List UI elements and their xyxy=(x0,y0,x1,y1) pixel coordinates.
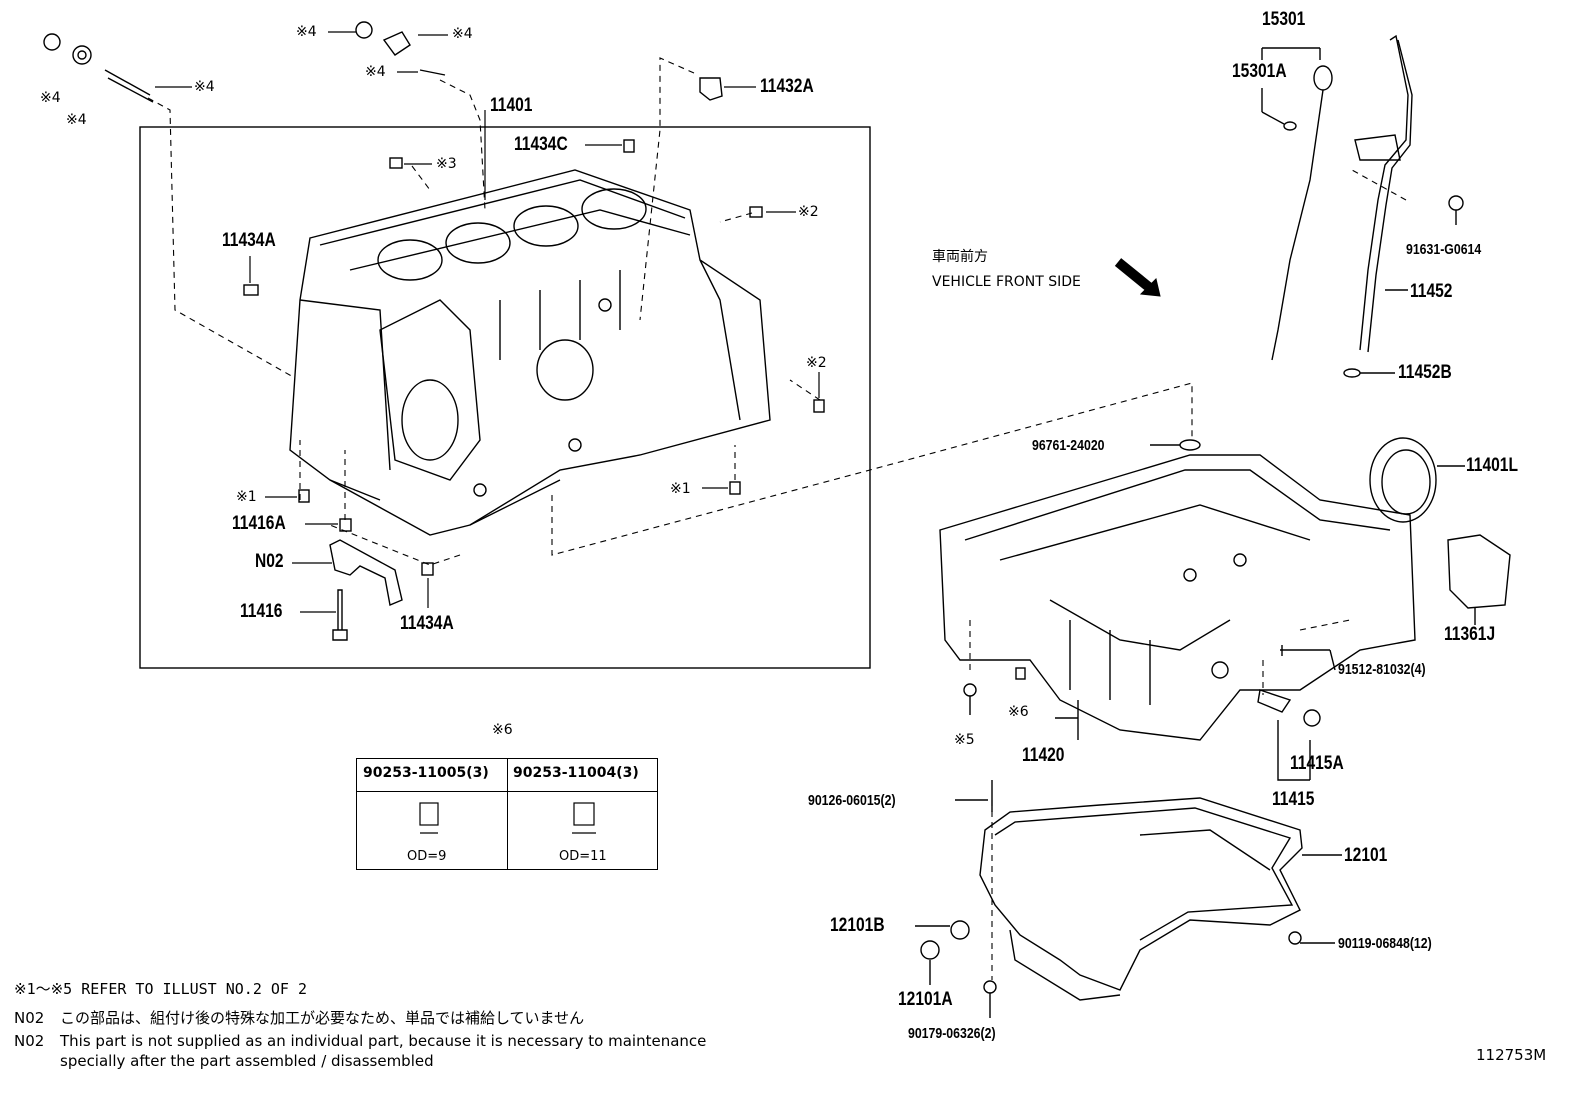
table-header-part: 90253-11005(3) xyxy=(363,765,489,781)
label-11432A: 11432A xyxy=(760,76,814,97)
pin-11434A-top-shape xyxy=(243,284,259,296)
label-12101A: 12101A xyxy=(898,989,953,1010)
note-n02-en-code: N02 xyxy=(14,1032,45,1050)
label-11420: 11420 xyxy=(1022,745,1065,766)
label-90119-06848: 90119-06848(12) xyxy=(1338,935,1432,952)
label-90126-06015: 90126-06015(2) xyxy=(808,792,896,809)
label-12101B: 12101B xyxy=(830,915,885,936)
note-n02-jp-code: N02 xyxy=(14,1009,45,1027)
note-n02-jp: この部品は、組付け後の特殊な加工が必要なため、単品では補給していません xyxy=(60,1009,585,1027)
note-n02-en-line1: This part is not supplied as an individu… xyxy=(60,1032,707,1050)
marker-ref-6: ※6 xyxy=(1008,704,1029,720)
label-11401L: 11401L xyxy=(1466,455,1518,476)
illustration-id: 112753M xyxy=(1476,1046,1547,1064)
label-90179-06326: 90179-06326(2) xyxy=(908,1025,996,1042)
label-15301A: 15301A xyxy=(1232,61,1287,82)
block-assembly-frame xyxy=(139,126,871,669)
marker-ref-2: ※2 xyxy=(798,204,819,220)
label-15301: 15301 xyxy=(1262,9,1306,30)
marker-ref-4: ※4 xyxy=(194,79,215,95)
label-11434A-bottom: 11434A xyxy=(400,613,454,634)
table-header-part: 90253-11004(3) xyxy=(513,765,639,781)
label-91631-G0614: 91631-G0614 xyxy=(1406,241,1482,258)
label-11415A: 11415A xyxy=(1290,753,1344,774)
direction-en: VEHICLE FRONT SIDE xyxy=(932,274,1081,290)
label-11415: 11415 xyxy=(1272,789,1315,810)
marker-ref-4: ※4 xyxy=(66,112,87,128)
plate-11361J-shape xyxy=(1447,534,1511,609)
direction-jp: 車両前方 xyxy=(932,249,988,265)
marker-ref-5: ※5 xyxy=(954,732,975,748)
label-12101: 12101 xyxy=(1344,845,1388,866)
table-marker: ※6 xyxy=(492,722,513,738)
label-11416: 11416 xyxy=(240,601,283,622)
marker-ref-4: ※4 xyxy=(365,64,386,80)
label-11361J: 11361J xyxy=(1444,624,1496,645)
pin-11434C-shape xyxy=(623,139,635,153)
label-11434A-top: 11434A xyxy=(222,230,276,251)
table-size-od: OD=11 xyxy=(559,849,607,864)
label-11434C: 11434C xyxy=(514,134,568,155)
variant-table: 90253-11005(3) 90253-11004(3) OD=9 OD=11 xyxy=(356,758,658,870)
note-n02-en-line2: specially after the part assembled / dis… xyxy=(60,1052,434,1070)
marker-ref-4: ※4 xyxy=(40,90,61,106)
crankcase-drawing xyxy=(939,439,1416,741)
note-refer: ※1～※5 REFER TO ILLUST NO.2 OF 2 xyxy=(14,980,307,998)
dipstick-drawing xyxy=(1261,47,1333,361)
label-11416A: 11416A xyxy=(232,513,286,534)
block-leader-lines xyxy=(155,31,820,613)
marker-ref-1: ※1 xyxy=(670,481,691,497)
marker-ref-4: ※4 xyxy=(452,26,473,42)
marker-ref-2: ※2 xyxy=(806,355,827,371)
marker-ref-4: ※4 xyxy=(296,24,317,40)
bearing-cap-shape xyxy=(329,539,403,606)
oil-level-gauge-guide xyxy=(1343,34,1464,378)
oil-seal-shape xyxy=(1369,437,1437,523)
table-size-od: OD=9 xyxy=(407,849,447,864)
label-11401: 11401 xyxy=(490,95,533,116)
label-96761-24020: 96761-24020 xyxy=(1032,437,1105,454)
label-N02: N02 xyxy=(255,551,284,572)
label-11452B: 11452B xyxy=(1398,362,1452,383)
label-11452: 11452 xyxy=(1410,281,1453,302)
assembly-guide-lines xyxy=(147,57,1407,980)
marker-ref-3: ※3 xyxy=(436,156,457,172)
cylinder-block-drawing xyxy=(289,169,771,536)
oil-pan-drawing xyxy=(979,797,1342,1001)
bolt-11416-shape xyxy=(332,589,348,641)
marker-ref-1: ※1 xyxy=(236,489,257,505)
label-91512-81032: 91512-81032(4) xyxy=(1338,661,1426,678)
